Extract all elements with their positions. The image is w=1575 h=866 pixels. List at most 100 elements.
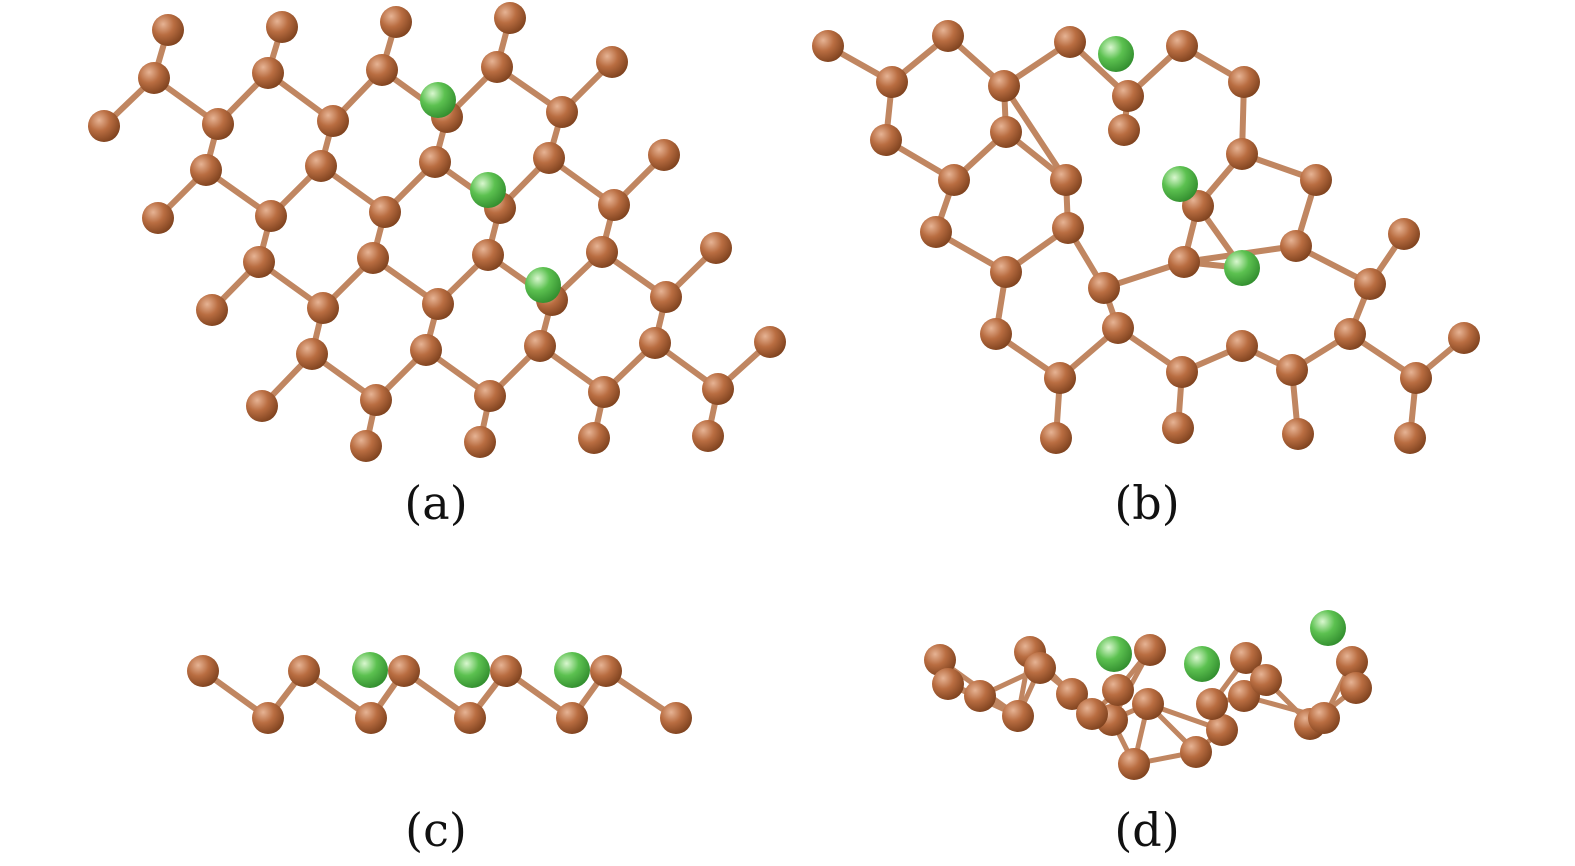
host-atom — [546, 96, 578, 128]
host-atom — [142, 202, 174, 234]
host-atom — [938, 164, 970, 196]
host-atom — [1228, 66, 1260, 98]
host-atom — [190, 154, 222, 186]
host-atom — [1040, 422, 1072, 454]
host-atom — [1088, 272, 1120, 304]
host-atom — [1024, 652, 1056, 684]
host-atom — [288, 655, 320, 687]
host-atom — [1206, 714, 1238, 746]
host-atom — [490, 655, 522, 687]
host-atom — [152, 14, 184, 46]
host-atom — [454, 702, 486, 734]
host-atom — [1050, 164, 1082, 196]
host-atom — [350, 430, 382, 462]
host-atom — [307, 292, 339, 324]
panel-b-structure — [812, 20, 1480, 454]
host-atom — [533, 142, 565, 174]
host-atom — [355, 702, 387, 734]
host-atom — [524, 330, 556, 362]
dopant-atom — [1310, 610, 1346, 646]
host-atom — [296, 338, 328, 370]
host-atom — [650, 281, 682, 313]
host-atom — [702, 373, 734, 405]
host-atom — [1052, 212, 1084, 244]
host-atom — [754, 326, 786, 358]
host-atom — [648, 139, 680, 171]
host-atom — [1102, 674, 1134, 706]
host-atom — [1134, 634, 1166, 666]
host-atom — [196, 294, 228, 326]
host-atom — [596, 46, 628, 78]
host-atom — [1166, 356, 1198, 388]
host-atom — [1196, 688, 1228, 720]
host-atom — [494, 2, 526, 34]
host-atom — [1112, 80, 1144, 112]
dopant-atom — [1098, 36, 1134, 72]
panel-d-structure — [924, 610, 1372, 780]
host-atom — [988, 70, 1020, 102]
host-atom — [317, 105, 349, 137]
dopant-atom — [525, 267, 561, 303]
dopant-atom — [554, 652, 590, 688]
host-atom — [1250, 664, 1282, 696]
host-atom — [700, 232, 732, 264]
panel-c-label: (c) — [405, 803, 467, 857]
host-atom — [1076, 698, 1108, 730]
host-atom — [243, 246, 275, 278]
host-atom — [246, 390, 278, 422]
dopant-atom — [1162, 166, 1198, 202]
host-atom — [138, 62, 170, 94]
host-atom — [187, 655, 219, 687]
host-atom — [1448, 322, 1480, 354]
host-atom — [870, 124, 902, 156]
panel-d-label: (d) — [1114, 803, 1179, 857]
host-atom — [252, 57, 284, 89]
host-atom — [366, 54, 398, 86]
host-atom — [1280, 230, 1312, 262]
host-atom — [357, 242, 389, 274]
host-atom — [481, 51, 513, 83]
panel-c-structure — [187, 652, 692, 734]
host-atom — [1108, 114, 1140, 146]
host-atom — [932, 20, 964, 52]
host-atom — [1002, 700, 1034, 732]
host-atom — [1340, 672, 1372, 704]
host-atom — [1044, 362, 1076, 394]
host-atom — [1162, 412, 1194, 444]
host-atom — [964, 680, 996, 712]
host-atom — [360, 384, 392, 416]
host-atom — [990, 116, 1022, 148]
host-atom — [1394, 422, 1426, 454]
host-atom — [588, 376, 620, 408]
host-atom — [586, 236, 618, 268]
host-atom — [410, 334, 442, 366]
dopant-atom — [352, 652, 388, 688]
host-atom — [932, 668, 964, 700]
host-atom — [598, 189, 630, 221]
host-atom — [1230, 642, 1262, 674]
host-atom — [252, 702, 284, 734]
host-atom — [876, 66, 908, 98]
host-atom — [202, 108, 234, 140]
host-atom — [472, 239, 504, 271]
host-atom — [464, 426, 496, 458]
dopant-atom — [420, 82, 456, 118]
host-atom — [422, 288, 454, 320]
host-atom — [388, 655, 420, 687]
host-atom — [419, 146, 451, 178]
host-atom — [812, 30, 844, 62]
host-atom — [255, 200, 287, 232]
host-atom — [1132, 688, 1164, 720]
host-atom — [1354, 268, 1386, 300]
host-atom — [556, 702, 588, 734]
dopant-atom — [454, 652, 490, 688]
host-atom — [1336, 646, 1368, 678]
host-atom — [1282, 418, 1314, 450]
panel-a-structure — [88, 2, 786, 462]
host-atom — [1054, 26, 1086, 58]
host-atom — [590, 655, 622, 687]
host-atom — [920, 216, 952, 248]
dopant-atom — [470, 172, 506, 208]
host-atom — [578, 422, 610, 454]
panel-b-label: (b) — [1114, 476, 1179, 530]
